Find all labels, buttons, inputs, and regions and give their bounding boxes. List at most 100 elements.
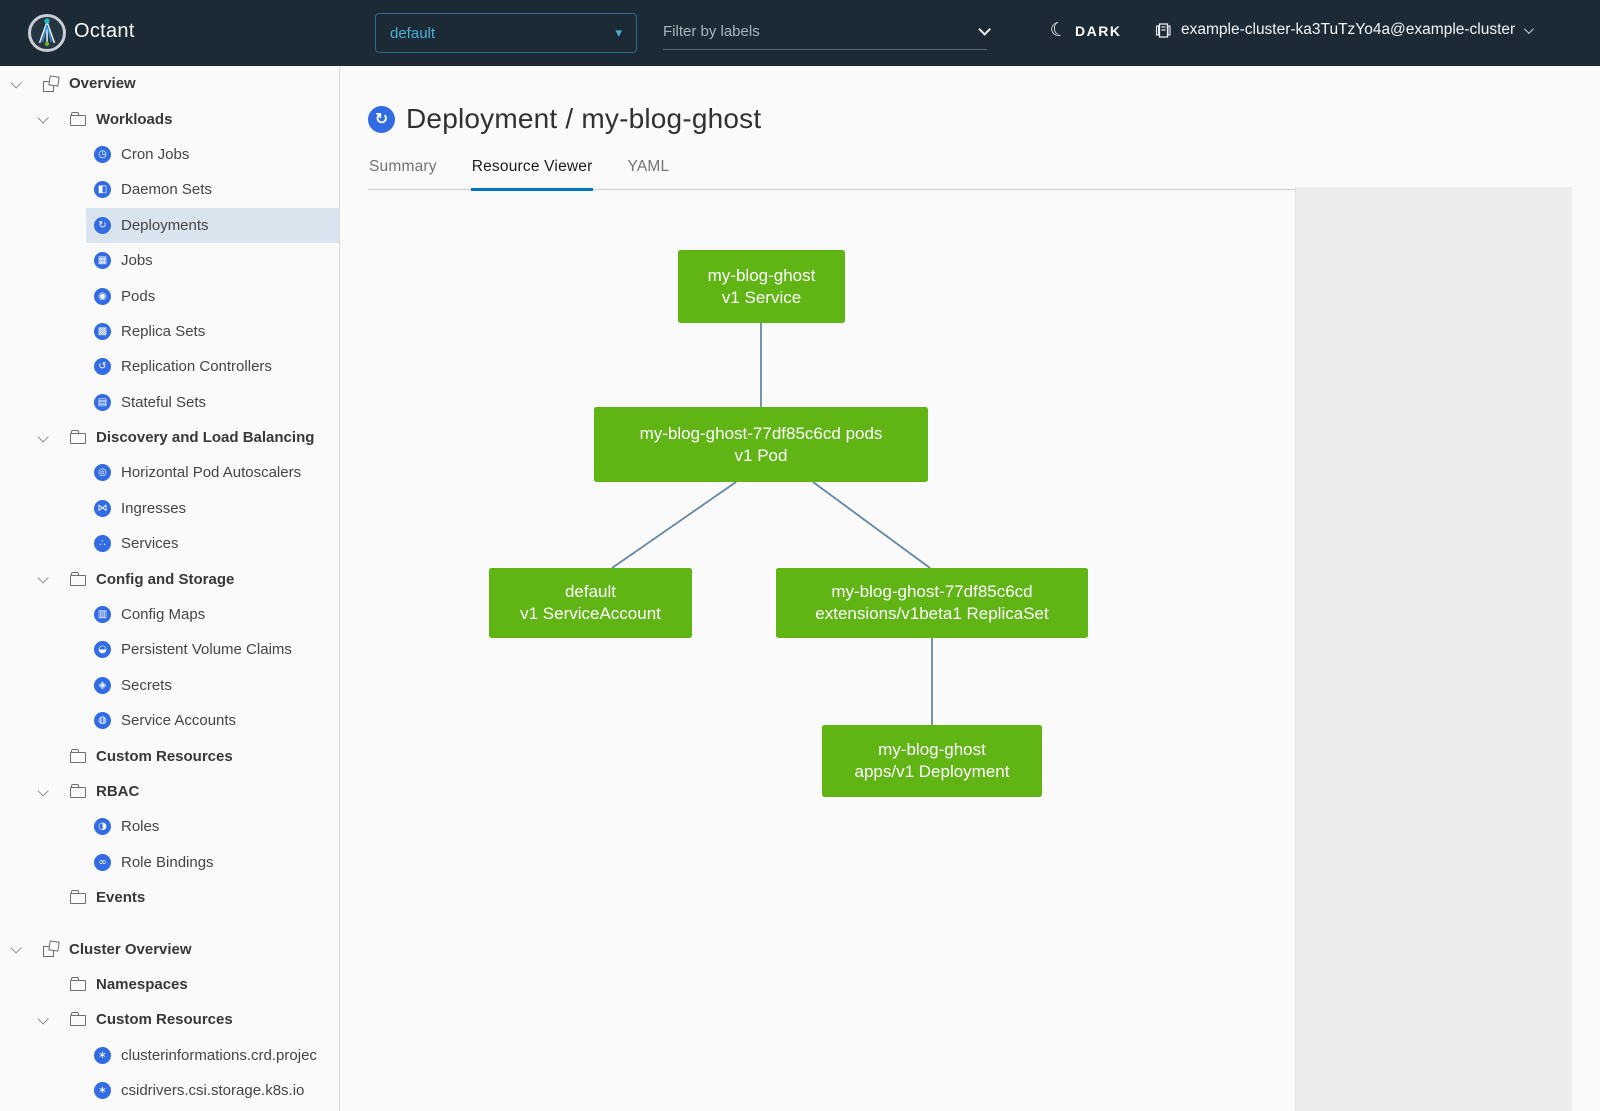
tab-summary[interactable]: Summary bbox=[369, 158, 437, 175]
sidebar-item-label: Discovery and Load Balancing bbox=[96, 429, 315, 447]
sidebar-item-label: Secrets bbox=[121, 676, 172, 694]
namespace-dropdown[interactable]: default ▾ bbox=[375, 13, 637, 53]
chevron-down-icon[interactable] bbox=[37, 1013, 49, 1025]
dark-theme-label: DARK bbox=[1075, 22, 1122, 39]
sidebar-item-label: Custom Resources bbox=[96, 1011, 233, 1029]
applications-icon bbox=[43, 941, 59, 958]
label-filter-input[interactable] bbox=[663, 22, 978, 40]
sidebar-item-label: Ingresses bbox=[121, 499, 187, 517]
sidebar-item-overview[interactable]: Overview bbox=[0, 66, 339, 101]
sidebar-item-replica-sets[interactable]: ▩ Replica Sets bbox=[0, 314, 339, 349]
sidebar-item-namespaces[interactable]: Namespaces bbox=[0, 967, 339, 1002]
daemonset-icon: ◧ bbox=[94, 181, 111, 199]
sidebar-item-persistent-volume-claims[interactable]: ◒ Persistent Volume Claims bbox=[0, 632, 339, 667]
chevron-down-icon[interactable] bbox=[37, 572, 49, 584]
edge-pod-serviceaccount bbox=[611, 481, 737, 569]
sidebar-item-label: Role Bindings bbox=[121, 853, 214, 871]
folder-icon bbox=[70, 571, 86, 586]
sidebar-item-label: Replica Sets bbox=[121, 322, 206, 340]
sidebar-item-config-maps[interactable]: ▥ Config Maps bbox=[0, 597, 339, 632]
sidebar-item-label: Workloads bbox=[96, 110, 173, 128]
ingress-icon: ⋈ bbox=[94, 499, 111, 517]
dark-theme-toggle[interactable]: ☾ DARK bbox=[1048, 18, 1122, 42]
sidebar-item-label: csidrivers.csi.storage.k8s.io bbox=[121, 1082, 305, 1100]
sidebar-item-label: Daemon Sets bbox=[121, 181, 212, 199]
sidebar-item-label: Roles bbox=[121, 818, 160, 836]
folder-icon bbox=[70, 430, 86, 445]
sidebar-item-label: Config Maps bbox=[121, 606, 206, 624]
node-name: my-blog-ghost-77df85c6cd bbox=[831, 582, 1033, 602]
sidebar-item-services[interactable]: ∴ Services bbox=[0, 526, 339, 561]
graph-node-serviceaccount[interactable]: default v1 ServiceAccount bbox=[489, 568, 692, 638]
folder-icon bbox=[70, 784, 86, 798]
hpa-icon: ◎ bbox=[94, 464, 111, 482]
replicationcontroller-icon: ↺ bbox=[94, 358, 111, 376]
node-name: my-blog-ghost-77df85c6cd pods bbox=[639, 423, 883, 443]
graph-node-deployment[interactable]: my-blog-ghost apps/v1 Deployment bbox=[822, 725, 1042, 797]
sidebar-item-workloads[interactable]: Workloads bbox=[0, 101, 339, 136]
applications-icon bbox=[43, 76, 59, 92]
node-name: my-blog-ghost bbox=[878, 740, 986, 760]
chevron-down-icon[interactable] bbox=[37, 112, 49, 124]
sidebar-item-config-and-storage[interactable]: Config and Storage bbox=[0, 561, 339, 596]
detail-side-panel bbox=[1295, 187, 1572, 1111]
sidebar-item-discovery-load-balancing[interactable]: Discovery and Load Balancing bbox=[0, 420, 339, 455]
page-title: Deployment / my-blog-ghost bbox=[406, 103, 762, 134]
graph-node-service[interactable]: my-blog-ghost v1 Service bbox=[678, 250, 845, 323]
folder-icon bbox=[70, 111, 86, 126]
sidebar-item-label: clusterinformations.crd.projec bbox=[121, 1046, 317, 1064]
edge-pod-replicaset bbox=[812, 481, 931, 569]
sidebar-item-label: Config and Storage bbox=[96, 570, 235, 588]
sidebar-item-label: Pods bbox=[121, 287, 156, 305]
sidebar-item-custom-resources[interactable]: Custom Resources bbox=[0, 738, 339, 773]
sidebar-item-label: Events bbox=[96, 889, 146, 907]
sidebar-item-rbac[interactable]: RBAC bbox=[0, 774, 339, 809]
tab-yaml[interactable]: YAML bbox=[627, 158, 670, 175]
sidebar-item-label: Jobs bbox=[121, 252, 153, 270]
sidebar-item-replication-controllers[interactable]: ↺ Replication Controllers bbox=[0, 349, 339, 384]
chevron-down-icon[interactable] bbox=[37, 784, 49, 796]
sidebar-item-deployments[interactable]: ↻ Deployments bbox=[86, 207, 339, 243]
sidebar-item-secrets[interactable]: ◈ Secrets bbox=[0, 668, 339, 703]
service-icon: ∴ bbox=[94, 535, 111, 553]
chevron-down-icon[interactable] bbox=[10, 77, 22, 89]
graph-node-pod[interactable]: my-blog-ghost-77df85c6cd pods v1 Pod bbox=[594, 407, 928, 482]
sidebar-item-cron-jobs[interactable]: ◷ Cron Jobs bbox=[0, 137, 339, 172]
label-filter bbox=[663, 13, 991, 50]
sidebar-item-label: Service Accounts bbox=[121, 712, 237, 730]
graph-node-replicaset[interactable]: my-blog-ghost-77df85c6cd extensions/v1be… bbox=[776, 568, 1088, 638]
node-name: my-blog-ghost bbox=[707, 265, 816, 285]
sidebar-item-daemon-sets[interactable]: ◧ Daemon Sets bbox=[0, 172, 339, 207]
sidebar-item-stateful-sets[interactable]: ▤ Stateful Sets bbox=[0, 385, 339, 420]
configmap-icon: ▥ bbox=[94, 606, 111, 624]
sidebar-item-clusterinformations[interactable]: ∗ clusterinformations.crd.projec bbox=[0, 1038, 339, 1073]
pvc-icon: ◒ bbox=[94, 641, 111, 659]
sidebar-item-roles[interactable]: ◑ Roles bbox=[0, 809, 339, 844]
sidebar-item-ingresses[interactable]: ⋈ Ingresses bbox=[0, 491, 339, 526]
app-header: Octant default ▾ ☾ DARK example-cluster-… bbox=[0, 0, 1600, 66]
sidebar-item-role-bindings[interactable]: ∞ Role Bindings bbox=[0, 845, 339, 880]
sidebar-item-label: Replication Controllers bbox=[121, 358, 272, 376]
cluster-context-selector[interactable]: example-cluster-ka3TuTzYo4a@example-clus… bbox=[1155, 21, 1535, 39]
sidebar-item-cluster-overview[interactable]: Cluster Overview bbox=[0, 931, 339, 966]
sidebar-item-service-accounts[interactable]: ◍ Service Accounts bbox=[0, 703, 339, 738]
chevron-down-icon[interactable] bbox=[37, 430, 49, 443]
sidebar-item-horizontal-pod-autoscalers[interactable]: ◎ Horizontal Pod Autoscalers bbox=[0, 455, 339, 490]
serviceaccount-icon: ◍ bbox=[94, 712, 111, 730]
cluster-context-label: example-cluster-ka3TuTzYo4a@example-clus… bbox=[1181, 21, 1516, 38]
sidebar-item-label: Services bbox=[121, 535, 179, 553]
sidebar-item-csidrivers[interactable]: ∗ csidrivers.csi.storage.k8s.io bbox=[0, 1073, 339, 1108]
node-kind: v1 ServiceAccount bbox=[520, 604, 661, 623]
chevron-down-icon[interactable] bbox=[10, 942, 22, 954]
page-header: ↻ Deployment / my-blog-ghost bbox=[368, 103, 761, 135]
chevron-down-icon[interactable] bbox=[978, 22, 991, 36]
sidebar-item-pods[interactable]: ◉ Pods bbox=[0, 278, 339, 313]
tab-resource-viewer[interactable]: Resource Viewer bbox=[470, 150, 594, 191]
resource-graph: my-blog-ghost v1 Service my-blog-ghost-7… bbox=[341, 183, 1600, 1111]
sidebar-item-label: Persistent Volume Claims bbox=[121, 641, 292, 659]
job-icon: ▦ bbox=[94, 252, 111, 270]
sidebar-item-events[interactable]: Events bbox=[0, 880, 339, 915]
sidebar-item-cluster-custom-resources[interactable]: Custom Resources bbox=[0, 1002, 339, 1037]
app-name: Octant bbox=[74, 20, 135, 42]
sidebar-item-jobs[interactable]: ▦ Jobs bbox=[0, 243, 339, 278]
